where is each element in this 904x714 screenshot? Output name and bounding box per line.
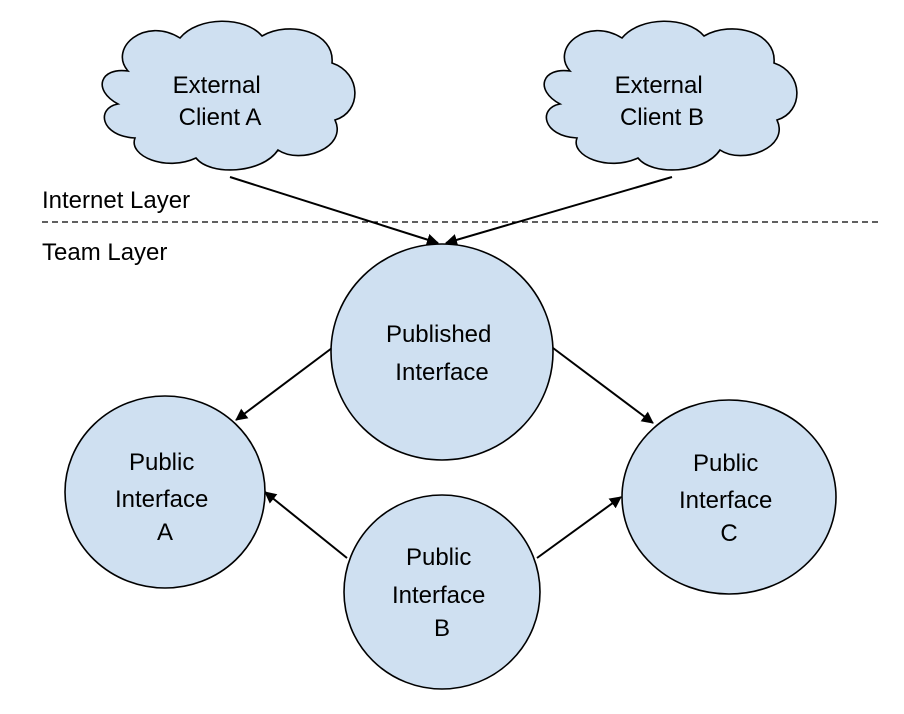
edges: [229, 176, 673, 559]
published-interface-node: Published Interface: [330, 243, 554, 461]
node-circle: [343, 494, 541, 690]
node-label: External Client A: [173, 72, 268, 131]
node-label: Public Interface A: [115, 449, 215, 546]
edge-public-b-to-public-c: [536, 496, 622, 559]
edge-published-to-public-a: [235, 347, 333, 421]
node-label: Published Interface: [386, 321, 498, 386]
public-interface-a-node: Public Interface A: [64, 395, 266, 589]
public-interface-c-node: Public Interface C: [621, 399, 837, 595]
node-circle: [330, 243, 554, 461]
edge-client-b-to-published: [445, 176, 673, 246]
edge-client-a-to-published: [229, 176, 439, 246]
external-client-a-node: External Client A: [101, 20, 356, 171]
node-circle: [621, 399, 837, 595]
node-circle: [64, 395, 266, 589]
edge-published-to-public-c: [552, 347, 654, 424]
edge-public-b-to-public-a: [264, 491, 348, 559]
cloud-shape: [101, 20, 356, 171]
cloud-shape: [543, 20, 798, 171]
internet-layer-label: Internet Layer: [42, 187, 190, 214]
node-label: Public Interface B: [392, 544, 492, 642]
node-label: External Client B: [615, 72, 710, 131]
node-label: Public Interface C: [679, 450, 779, 547]
public-interface-b-node: Public Interface B: [343, 494, 541, 690]
external-client-b-node: External Client B: [543, 20, 798, 171]
team-layer-label: Team Layer: [42, 239, 167, 266]
